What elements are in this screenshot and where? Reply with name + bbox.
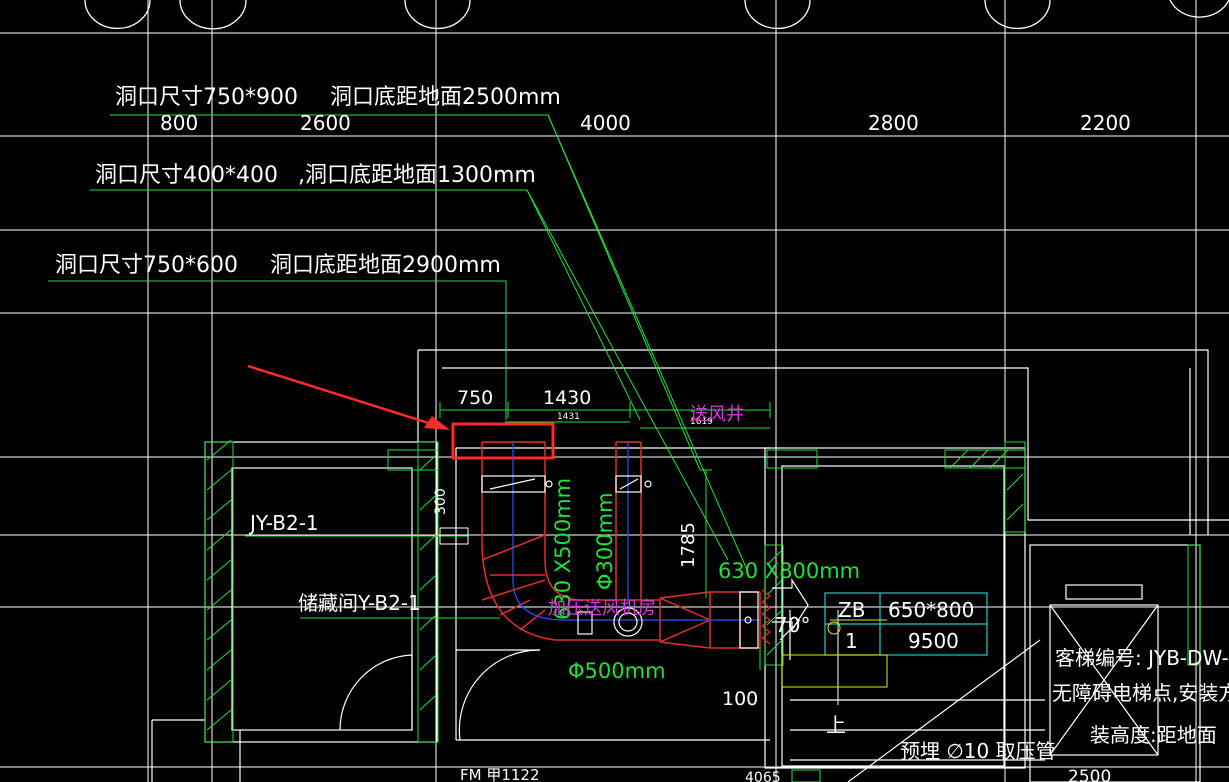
table-r2c1: 1 [845, 629, 858, 653]
hole1-size: 洞口尺寸750*900 [115, 85, 298, 110]
jy-b2-1-label: JY-B2-1 [248, 511, 319, 535]
duct-centerlines [512, 442, 760, 621]
duct-dimension-lines [439, 402, 771, 670]
highlight-box[interactable] [451, 422, 555, 460]
annotation-leaders [48, 114, 749, 619]
axis-dim-4: 2800 [868, 111, 919, 135]
table-r1c2: 650*800 [888, 598, 974, 622]
table-r1c1: ZB [838, 598, 865, 622]
duct-phi500-label: Φ500mm [568, 659, 666, 683]
axis-dim-5: 2200 [1080, 111, 1131, 135]
bottom-dimension-2: 4065 [745, 770, 781, 782]
dim-100: 100 [722, 688, 758, 710]
hole1-height: 洞口底距地面2500mm [330, 85, 561, 110]
duct-630x800-label: 630 X800mm [718, 559, 860, 583]
columns [204, 439, 1201, 782]
axis-dimension-labels: 800 2600 4000 2800 2200 [160, 111, 1131, 135]
elevator-info-3: 装高度:距地面 [1090, 723, 1217, 747]
duct-phi300-label: Φ300mm [593, 492, 617, 590]
dampers [481, 475, 809, 660]
elevator-info-2: 无障碍电梯点,安装方 [1052, 681, 1229, 705]
elevator-info-1: 客梯编号: JYB-DW- [1055, 646, 1229, 670]
dim-1619: 1619 [690, 417, 713, 427]
equipment-table-text: ZB 650*800 1 9500 [838, 598, 974, 653]
fm-door-label: FM 甲1122 [460, 766, 540, 782]
table-r2c2: 9500 [908, 629, 959, 653]
dim-1431: 1431 [557, 412, 580, 422]
table-extras [781, 619, 888, 688]
walls [151, 349, 1229, 782]
axis-dim-2: 2600 [300, 111, 351, 135]
pressurized-fan-room-label: 加压送风机房 [548, 598, 656, 619]
stair-up-label: 上 [826, 713, 846, 737]
dim-1430: 1430 [543, 387, 591, 409]
axis-bubbles [84, 0, 1229, 30]
dim-70-deg: 70° [775, 613, 810, 637]
storage-room-label: 储藏间Y-B2-1 [298, 591, 421, 615]
pointer-arrow [247, 364, 450, 430]
hole3-height: 洞口底距地面2900mm [270, 253, 501, 278]
supply-shaft-label: 送风井 [690, 404, 744, 425]
dim-750: 750 [457, 387, 493, 409]
local-dimension-labels: 750 1430 1431 1619 300 1785 100 70° [433, 387, 810, 710]
hole2-size: 洞口尺寸400*400 [95, 163, 278, 188]
annotations: 洞口尺寸750*900 洞口底距地面2500mm 洞口尺寸400*400 ,洞口… [55, 85, 561, 278]
dim-1785: 1785 [678, 522, 699, 568]
axis-dim-1: 800 [160, 111, 198, 135]
axis-dim-3: 4000 [580, 111, 631, 135]
hole3-size: 洞口尺寸750*600 [55, 253, 238, 278]
equipment-table [824, 592, 988, 656]
hole2-height: ,洞口底距地面1300mm [298, 163, 536, 188]
duct-630x500-label: 630 X500mm [551, 478, 575, 620]
room-and-duct-labels: 送风井 JY-B2-1 储藏间Y-B2-1 630 X500mm Φ300mm … [248, 404, 1229, 782]
dim-300: 300 [433, 488, 449, 515]
embed-pipe-label: 预埋 ∅10 取压管 [900, 739, 1056, 763]
bottom-dimension: 2500 [1068, 767, 1111, 782]
